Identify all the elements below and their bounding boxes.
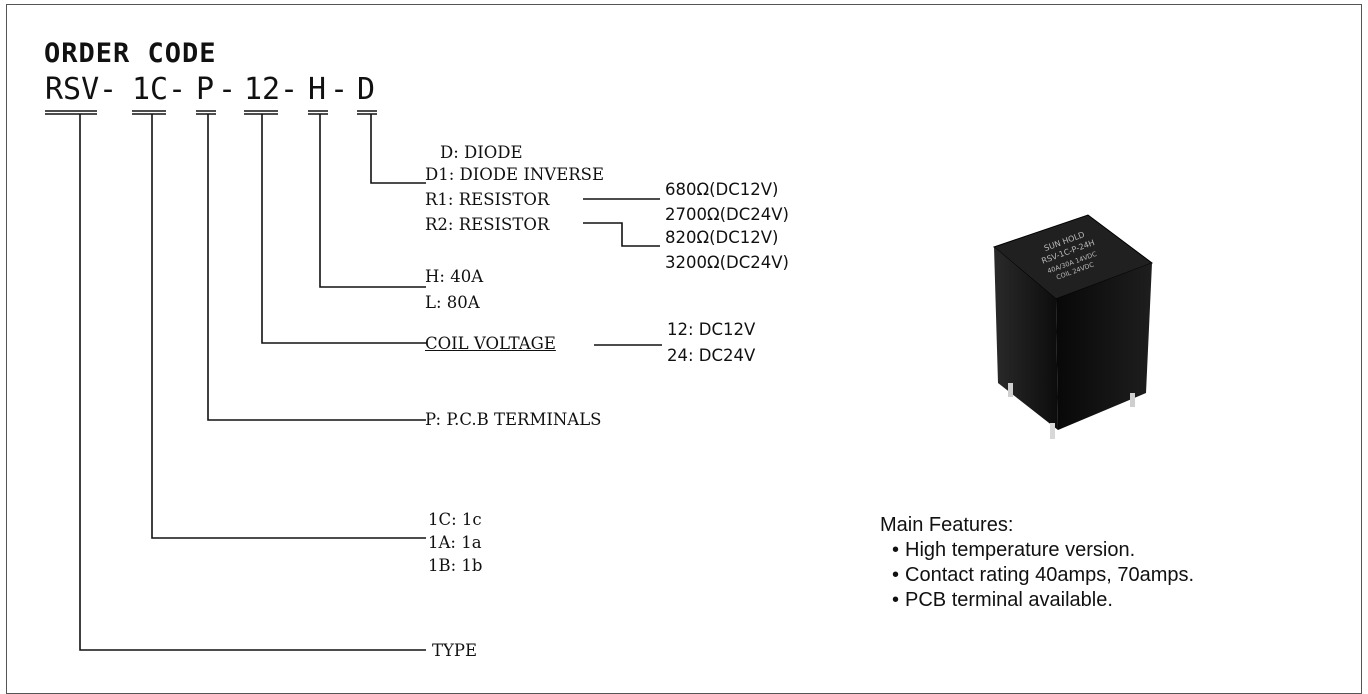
relay-right-face: [1056, 263, 1152, 430]
coil-dc12: 12: DC12V: [667, 320, 756, 339]
relay-pin: [1050, 423, 1055, 439]
coil-dc24: 24: DC24V: [667, 346, 756, 365]
option-diode: D: DIODE: [440, 143, 523, 162]
contact-1c: 1C: 1c: [428, 510, 482, 529]
code-type: RSV: [45, 72, 100, 107]
rating-h: H: 40A: [425, 267, 484, 286]
main-features: Main Features: High temperature version.…: [880, 513, 1194, 613]
page-title: ORDER CODE: [44, 38, 217, 69]
rating-l: L: 80A: [425, 293, 480, 312]
feature-item: High temperature version.: [880, 538, 1194, 563]
contact-1a: 1A: 1a: [428, 533, 482, 552]
connector-lines: [45, 110, 662, 651]
code-terminal: P: [196, 72, 215, 107]
terminal-label: P: P.C.B TERMINALS: [425, 410, 602, 429]
code-voltage: 12: [244, 72, 281, 107]
option-resistor-r1: R1: RESISTOR: [425, 190, 550, 209]
contact-1b: 1B: 1b: [428, 556, 483, 575]
features-heading: Main Features:: [880, 514, 1014, 536]
code-option: D: [357, 72, 376, 107]
option-resistor-r2: R2: RESISTOR: [425, 215, 550, 234]
code-sep-5: -: [330, 72, 349, 107]
feature-item: PCB terminal available.: [880, 588, 1194, 613]
feature-item: Contact rating 40amps, 70amps.: [880, 563, 1194, 588]
r1-value-dc12: 680Ω(DC12V): [665, 180, 779, 199]
r2-value-dc24: 3200Ω(DC24V): [665, 253, 789, 272]
relay-pin: [1130, 393, 1135, 407]
type-label: TYPE: [432, 641, 478, 660]
code-rating: H: [308, 72, 327, 107]
code-sep-4: -: [280, 72, 299, 107]
relay-pin: [1008, 383, 1013, 397]
code-sep-3: -: [218, 72, 237, 107]
option-diode-inverse: D1: DIODE INVERSE: [425, 165, 605, 184]
r1-value-dc24: 2700Ω(DC24V): [665, 205, 789, 224]
code-sep-1: -: [99, 72, 118, 107]
code-sep-2: -: [168, 72, 187, 107]
code-contact: 1C: [132, 72, 169, 107]
r2-value-dc12: 820Ω(DC12V): [665, 228, 779, 247]
relay-image: SUN HOLD RSV-1C-P-24H 40A/30A 14VDC COIL…: [992, 214, 1154, 439]
coil-voltage-label: COIL VOLTAGE: [425, 334, 556, 353]
features-list: High temperature version. Contact rating…: [880, 538, 1194, 613]
